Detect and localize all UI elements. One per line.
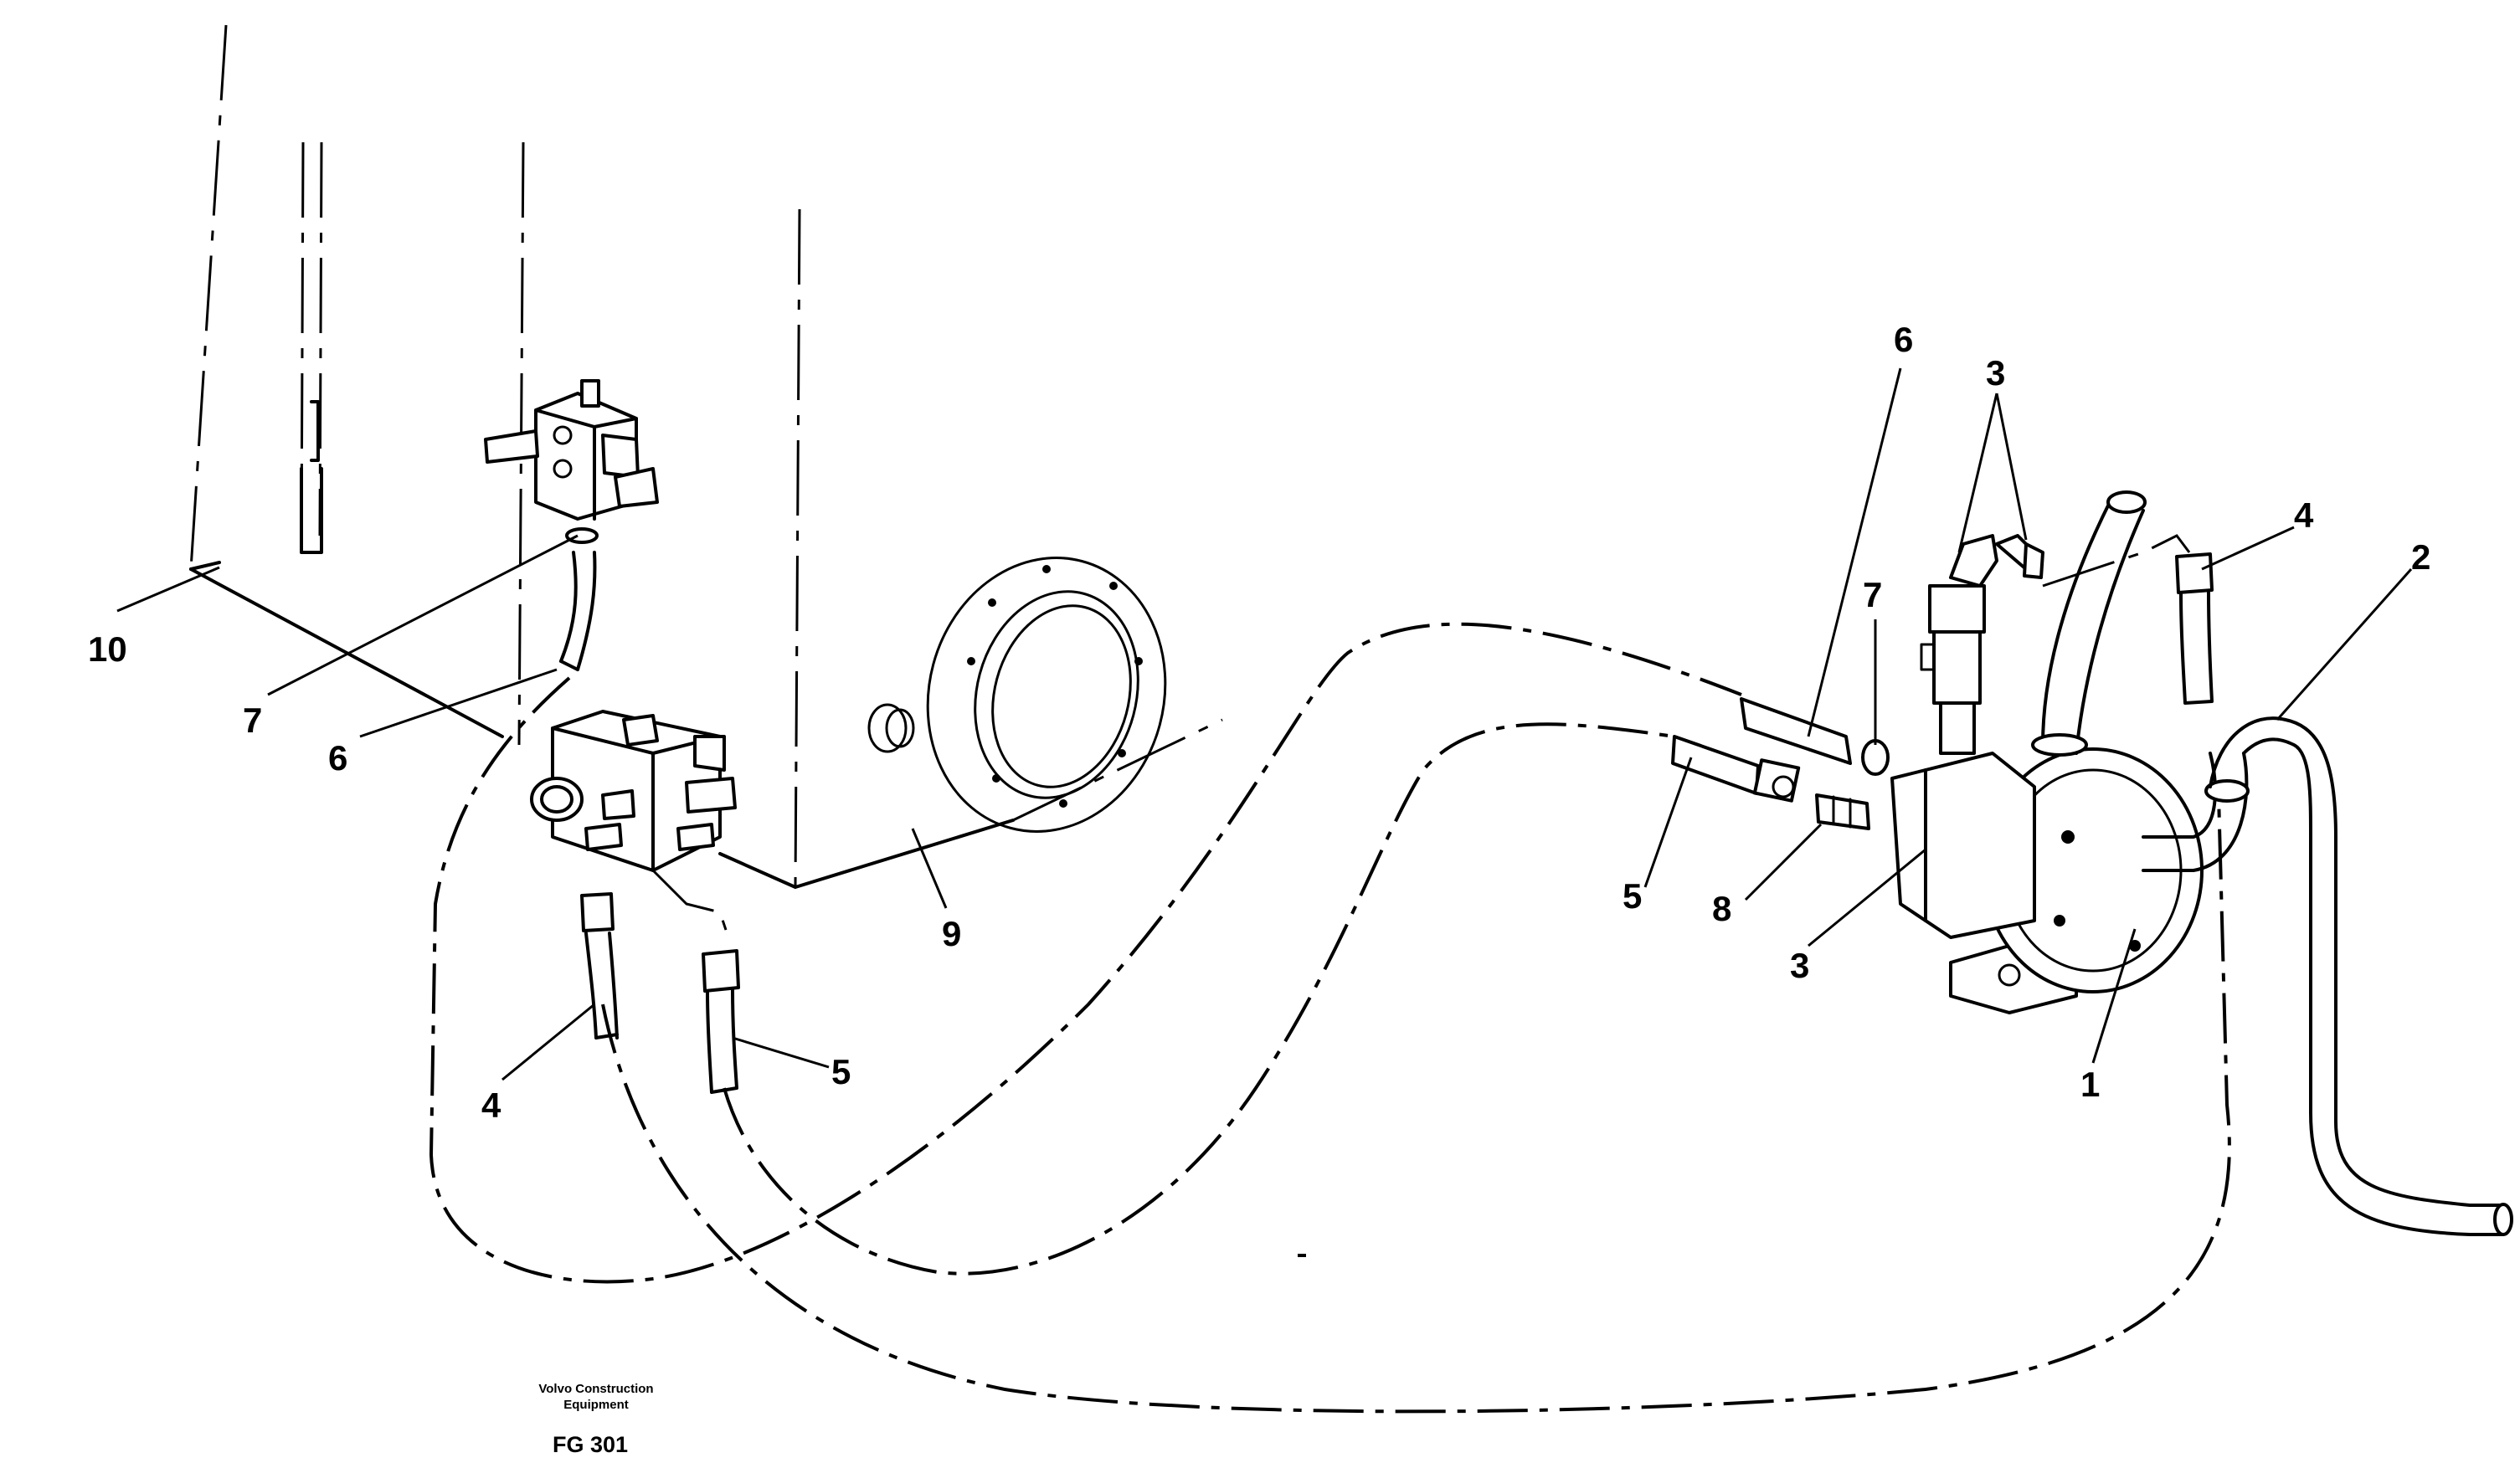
- footer-brand-line1: Volvo Construction: [538, 1382, 653, 1396]
- callout-1: 1: [2080, 1065, 2100, 1104]
- suction-pipe-2: [2209, 716, 2513, 1236]
- callout-4-right: 4: [2294, 495, 2314, 535]
- hose-fitting-5-left: [651, 869, 740, 1094]
- callout-6-left: 6: [328, 738, 347, 778]
- relief-valve: [1920, 534, 2044, 755]
- short-hose-upper: [559, 527, 599, 671]
- hose-5-right: [1671, 735, 1801, 803]
- callout-7-right: 7: [1863, 575, 1882, 614]
- hose-fitting-4-left: [580, 892, 619, 1040]
- callout-7-left: 7: [243, 701, 262, 740]
- hose-6-right: [1740, 697, 1890, 776]
- callout-numbers: 10 7 6 4 5 9 6 3 7 5 8 3 4 2 1: [88, 320, 2430, 1125]
- leader-lines: [267, 367, 2413, 1081]
- machine-frame: [116, 24, 1223, 889]
- upper-valve-block: [484, 379, 659, 521]
- long-hoses: [429, 622, 2231, 1414]
- footer-code: FG 301: [553, 1432, 628, 1457]
- callout-5-left: 5: [831, 1052, 851, 1091]
- callout-9: 9: [942, 914, 961, 953]
- callout-2: 2: [2411, 537, 2430, 577]
- hose-4-right: [2042, 534, 2214, 705]
- callout-6-right: 6: [1894, 320, 1913, 359]
- connector-8: [1815, 793, 1870, 830]
- callout-4-left: 4: [481, 1086, 501, 1125]
- flange-ring: [867, 557, 1167, 833]
- callout-10: 10: [88, 629, 127, 669]
- lower-valve-block: [530, 710, 737, 872]
- pump-assembly: [1890, 490, 2250, 1014]
- callout-3-bottom: 3: [1790, 946, 1809, 985]
- callout-8: 8: [1712, 889, 1731, 928]
- callout-5-right: 5: [1623, 876, 1642, 916]
- footer: Volvo Construction Equipment FG 301: [538, 1382, 653, 1457]
- footer-brand-line2: Equipment: [563, 1398, 629, 1412]
- callout-3-top: 3: [1986, 353, 2005, 393]
